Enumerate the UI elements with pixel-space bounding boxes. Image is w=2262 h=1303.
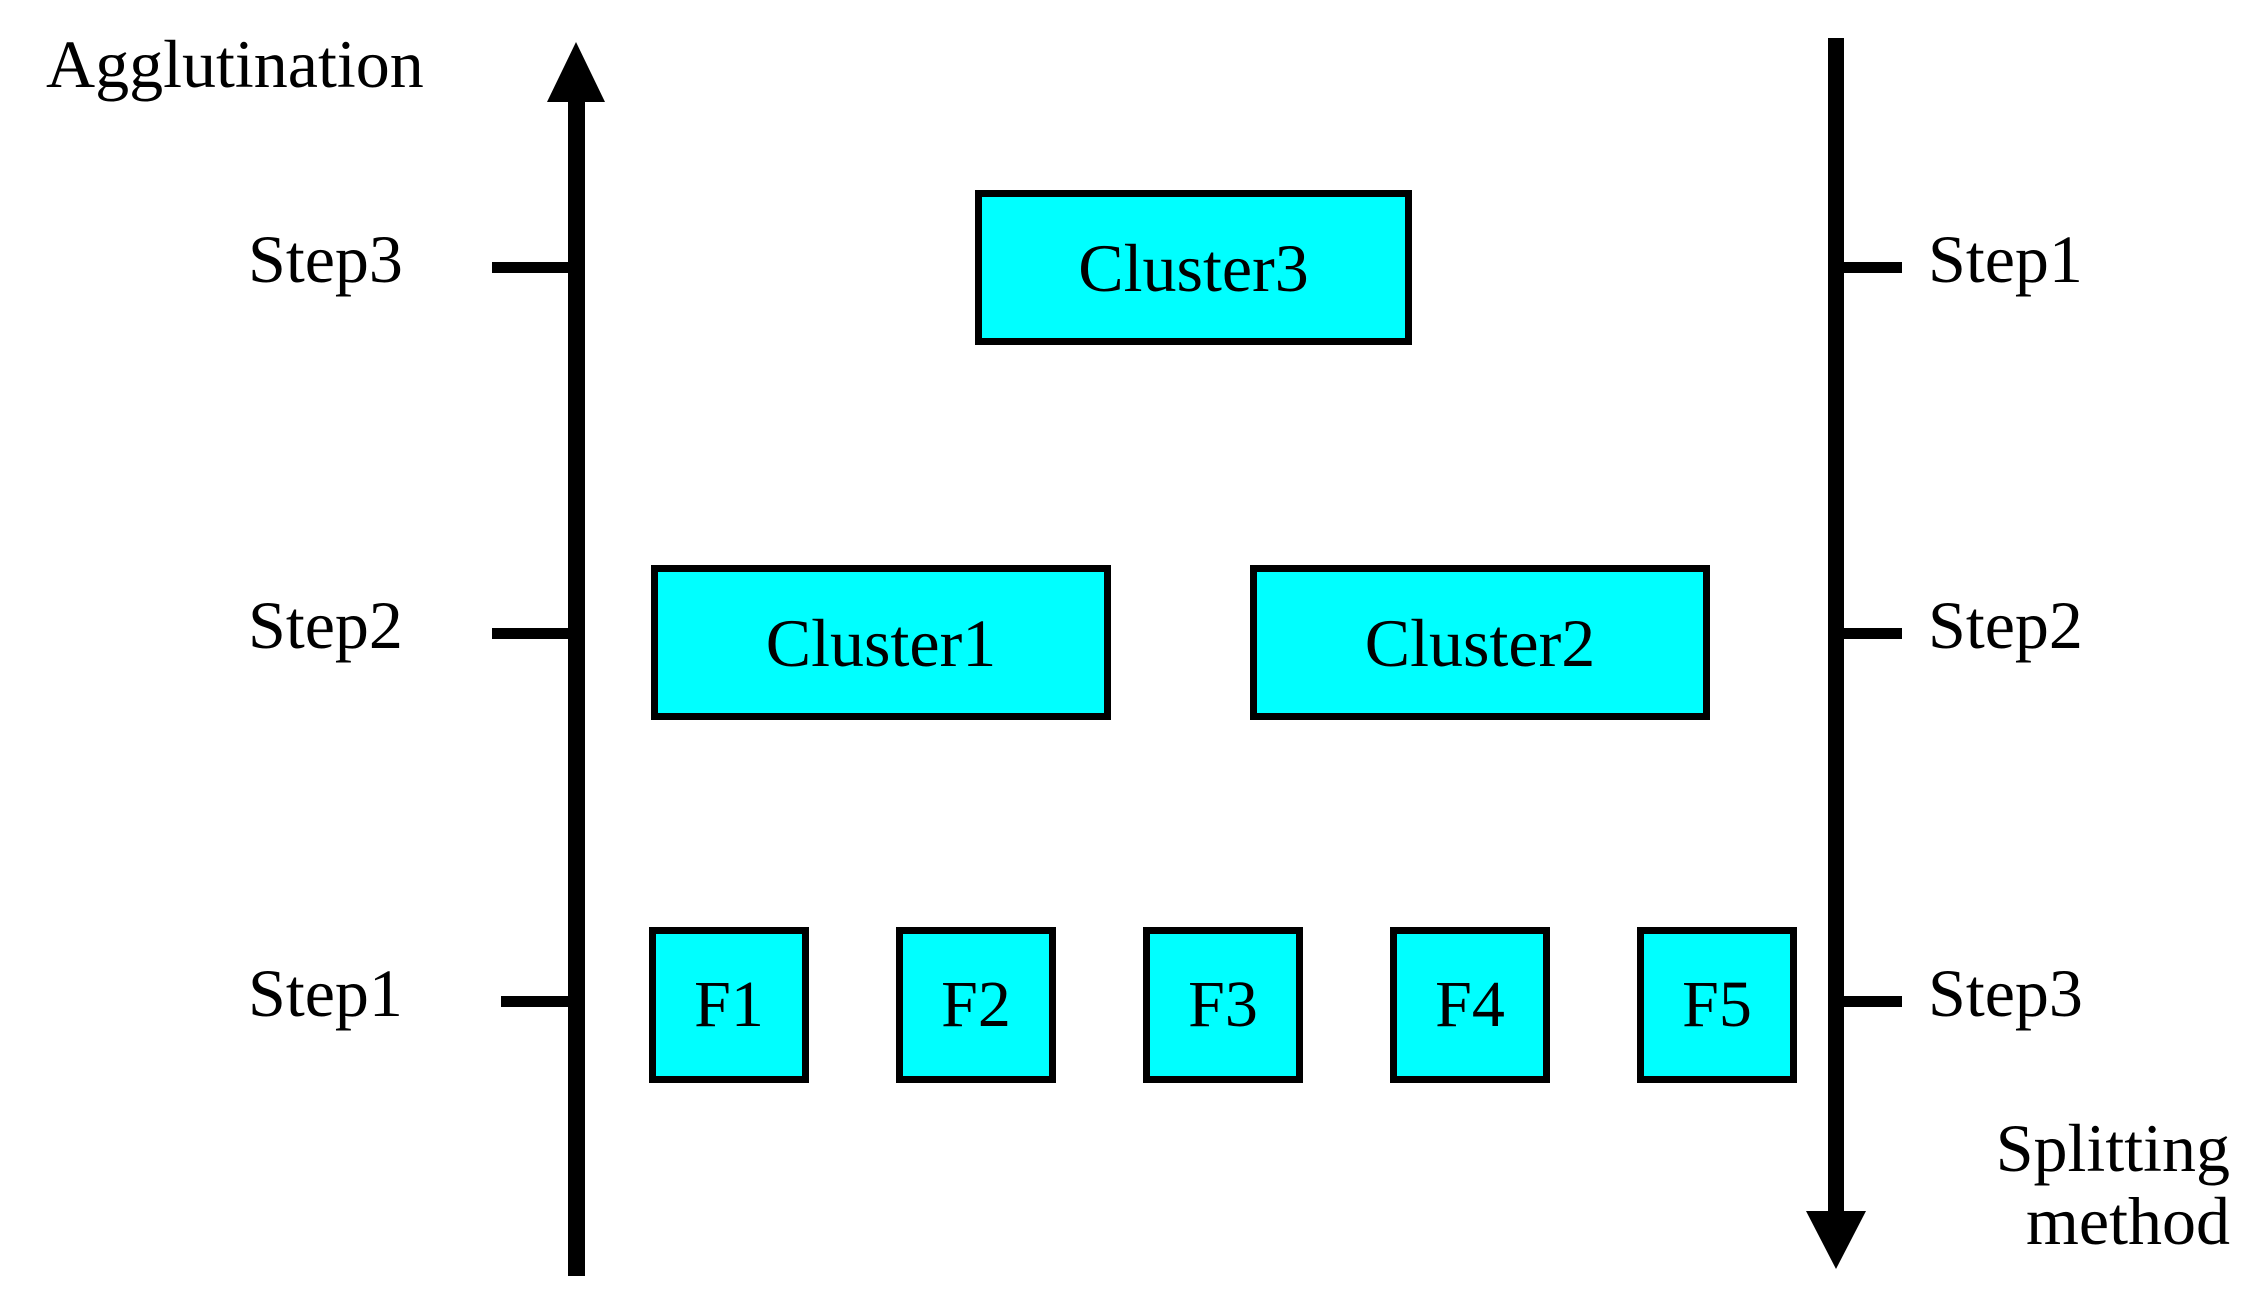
splitting-tick-label-step3: Step3 bbox=[1928, 955, 2083, 1031]
splitting-axis-title-line1: Splitting bbox=[1995, 1110, 2230, 1186]
feature-node-f4[interactable]: F4 bbox=[1390, 927, 1550, 1083]
splitting-axis-title: Splitting method bbox=[1700, 1110, 2230, 1260]
feature-node-label: F5 bbox=[1682, 968, 1752, 1041]
agglutination-tick-step2 bbox=[492, 628, 572, 639]
feature-node-label: F2 bbox=[941, 968, 1011, 1041]
feature-node-f1[interactable]: F1 bbox=[649, 927, 809, 1083]
splitting-arrowhead-icon bbox=[1806, 1211, 1866, 1269]
splitting-tick-step3 bbox=[1844, 996, 1902, 1007]
splitting-axis-title-line2: method bbox=[2026, 1183, 2230, 1260]
agglutination-tick-label-step3: Step3 bbox=[248, 221, 403, 297]
agglutination-axis-line bbox=[568, 100, 585, 1276]
cluster-node-label: Cluster2 bbox=[1364, 604, 1596, 681]
splitting-tick-step2 bbox=[1844, 628, 1902, 639]
cluster-node-cluster3[interactable]: Cluster3 bbox=[975, 190, 1412, 345]
cluster-node-label: Cluster1 bbox=[765, 604, 997, 681]
cluster-node-cluster1[interactable]: Cluster1 bbox=[651, 565, 1111, 720]
agglutination-tick-label-step1: Step1 bbox=[248, 955, 403, 1031]
feature-node-label: F4 bbox=[1435, 968, 1505, 1041]
feature-node-f3[interactable]: F3 bbox=[1143, 927, 1303, 1083]
agglutination-tick-step1 bbox=[501, 996, 572, 1007]
splitting-tick-label-step1: Step1 bbox=[1928, 221, 2083, 297]
feature-node-f2[interactable]: F2 bbox=[896, 927, 1056, 1083]
cluster-node-label: Cluster3 bbox=[1078, 229, 1309, 306]
feature-node-label: F1 bbox=[694, 968, 764, 1041]
agglutination-tick-label-step2: Step2 bbox=[248, 587, 403, 663]
agglutination-tick-step3 bbox=[492, 262, 572, 273]
feature-node-f5[interactable]: F5 bbox=[1637, 927, 1797, 1083]
splitting-tick-label-step2: Step2 bbox=[1928, 587, 2083, 663]
agglutination-arrowhead-icon bbox=[547, 42, 605, 102]
splitting-axis-line bbox=[1828, 38, 1844, 1214]
splitting-tick-step1 bbox=[1844, 262, 1902, 273]
feature-node-label: F3 bbox=[1188, 968, 1258, 1041]
agglutination-axis-title: Agglutination bbox=[46, 26, 424, 102]
cluster-node-cluster2[interactable]: Cluster2 bbox=[1250, 565, 1710, 720]
